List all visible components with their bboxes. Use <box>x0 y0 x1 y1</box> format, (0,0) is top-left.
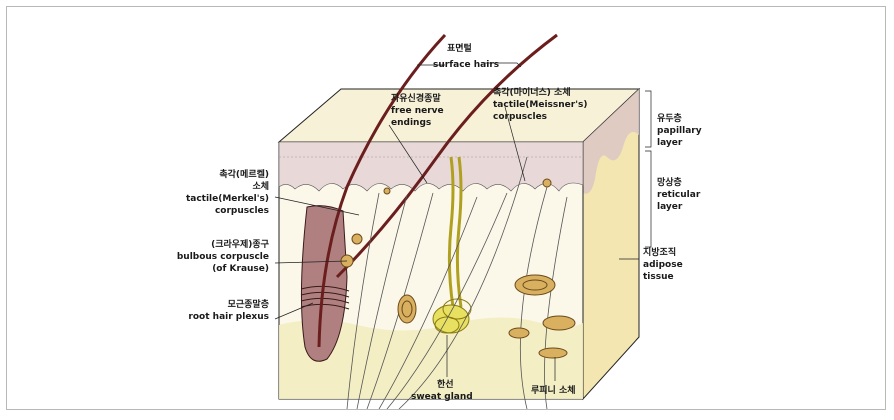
label-meissner-en1: tactile(Meissner's) <box>493 100 587 110</box>
label-merkel-ko2: 소체 <box>252 180 269 192</box>
label-adipose-ko: 지방조직 <box>643 246 676 258</box>
label-papillary-ko: 유두층 <box>657 112 682 124</box>
label-merkel-en1: tactile(Merkel's) <box>186 194 269 204</box>
label-merkel-ko1: 촉각(메르켈) <box>219 168 269 180</box>
label-krause-ko: (크라우제)종구 <box>211 238 269 250</box>
label-adipose-en1: adipose <box>643 260 683 270</box>
label-papillary-en1: papillary <box>657 126 702 136</box>
label-root-hair-ko: 모근종말층 <box>228 298 269 310</box>
label-free-nerve-ko: 자유신경종말 <box>391 92 441 104</box>
label-sweat-ko: 한선 <box>437 378 454 390</box>
skin-cross-section-diagram: 표면털 surface hairs 자유신경종말 free nerve endi… <box>7 7 885 409</box>
label-free-nerve-en2: endings <box>391 118 431 128</box>
label-merkel-en2: corpuscles <box>215 206 269 216</box>
label-papillary-en2: layer <box>657 138 683 148</box>
label-surface-hairs-en: surface hairs <box>433 60 499 70</box>
label-reticular-en1: reticular <box>657 190 701 200</box>
label-adipose-en2: tissue <box>643 272 674 282</box>
label-krause-en2: (of Krause) <box>212 264 269 274</box>
label-krause-en1: bulbous corpuscle <box>177 252 269 262</box>
label-reticular-en2: layer <box>657 202 683 212</box>
label-pacini-ko: 루피니 소체 <box>531 384 576 396</box>
label-surface-hairs-ko: 표면털 <box>447 42 472 54</box>
figure-frame: 표면털 surface hairs 자유신경종말 free nerve endi… <box>6 6 886 410</box>
label-meissner-ko: 촉각(마이너스) 소체 <box>493 86 571 98</box>
label-root-hair-en: root hair plexus <box>188 312 269 322</box>
label-free-nerve-en1: free nerve <box>391 106 444 116</box>
skin-top-surface <box>279 89 639 142</box>
label-meissner-en2: corpuscles <box>493 112 547 122</box>
label-sweat-en: sweat gland <box>411 392 473 402</box>
label-reticular-ko: 망상층 <box>657 176 682 188</box>
